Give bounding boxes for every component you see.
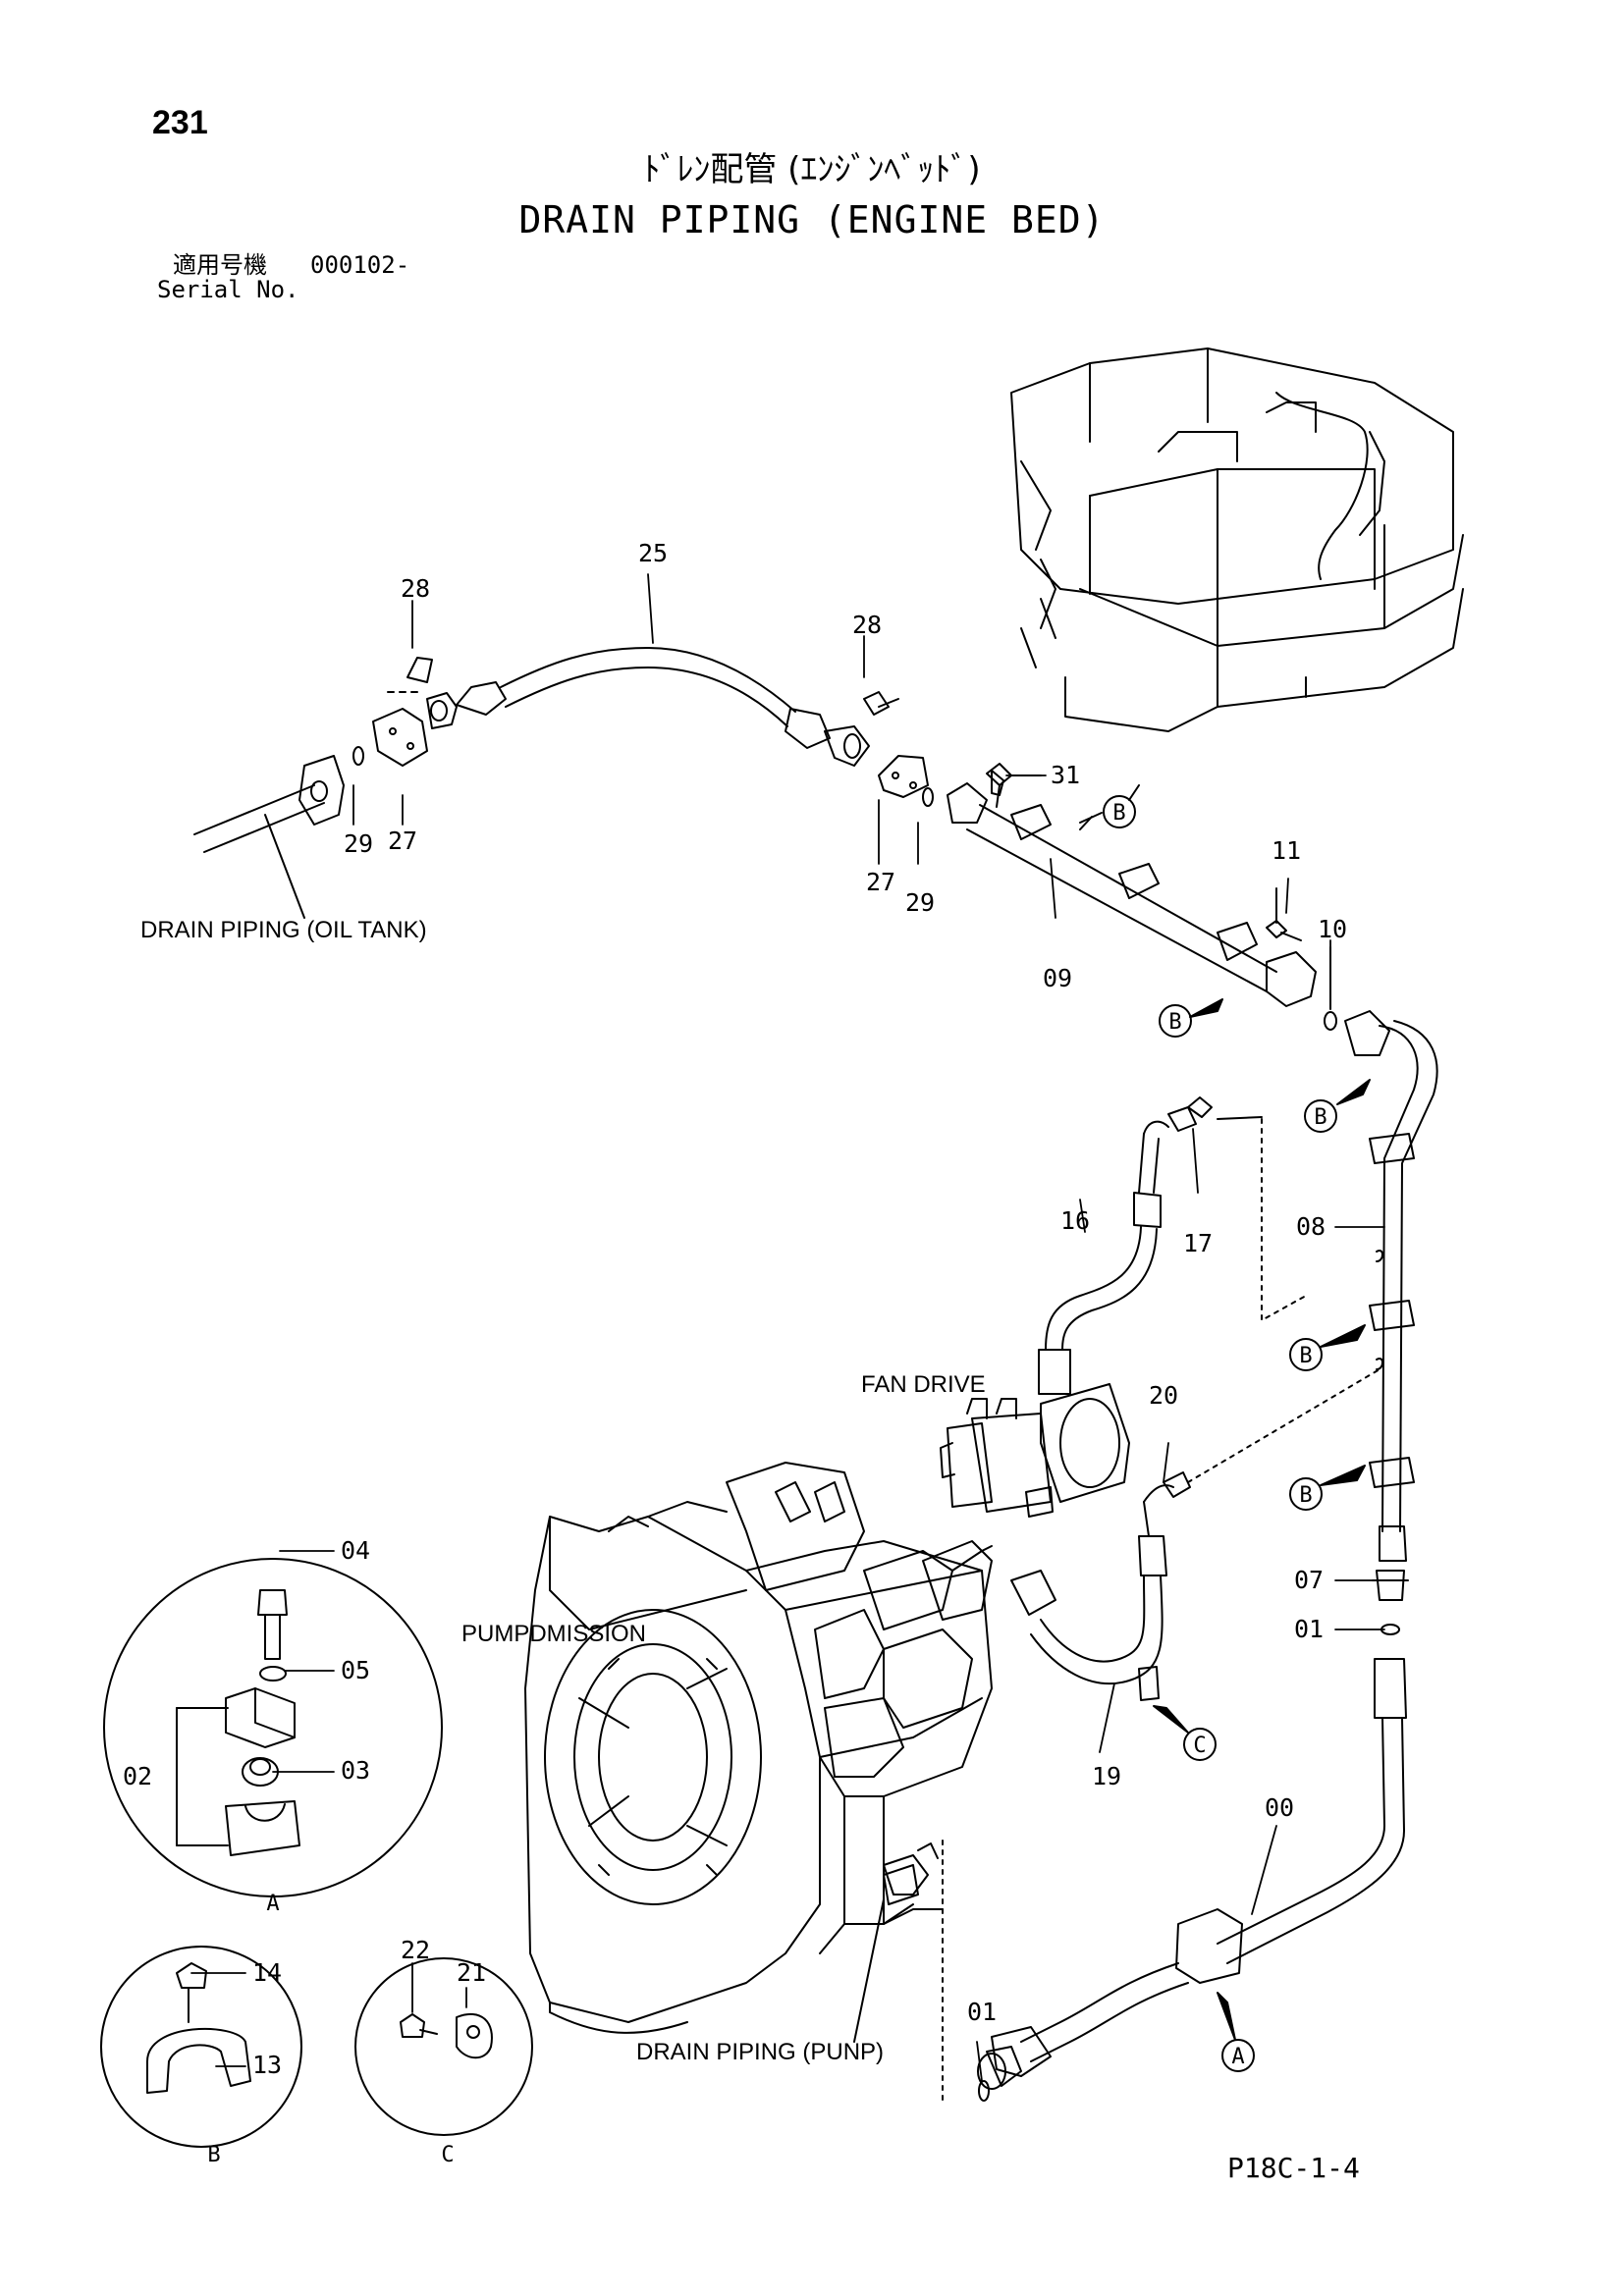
fan-drive-drawing bbox=[940, 1383, 1130, 1518]
part-label-22: 22 bbox=[401, 1936, 430, 1964]
flange-left bbox=[372, 657, 458, 767]
callout-b-4: B bbox=[1299, 1344, 1312, 1368]
engine-block-drawing bbox=[1010, 347, 1464, 732]
part-label-04: 04 bbox=[341, 1536, 370, 1565]
callout-b-1: B bbox=[1112, 801, 1125, 826]
part-label-05: 05 bbox=[341, 1656, 370, 1684]
part-label-10: 10 bbox=[1318, 915, 1347, 943]
hose-16 bbox=[1038, 1096, 1307, 1395]
pipe-08 bbox=[1344, 1010, 1438, 1562]
pipe-09 bbox=[947, 770, 1317, 1007]
part-label-29-right: 29 bbox=[905, 888, 935, 917]
hose-19 bbox=[1010, 1368, 1380, 1701]
serial-label-japanese: 適用号機 bbox=[173, 251, 267, 279]
part-label-13: 13 bbox=[252, 2051, 282, 2079]
page-number: 231 bbox=[152, 104, 208, 141]
part-label-14: 14 bbox=[252, 1958, 282, 1987]
part-labels: 04 05 02 03 14 13 22 21 28 25 28 29 27 2… bbox=[123, 539, 1347, 2079]
detail-circle-b bbox=[100, 1946, 302, 2148]
part-label-07: 07 bbox=[1294, 1566, 1324, 1594]
detail-label-b: B bbox=[207, 2143, 220, 2167]
title-english: DRAIN PIPING (ENGINE BED) bbox=[518, 198, 1106, 241]
pump-transmission-drawing bbox=[524, 1462, 993, 2034]
callout-circles bbox=[1079, 784, 1371, 2072]
figure-code: P18C-1-4 bbox=[1227, 2152, 1360, 2184]
part-label-29-left: 29 bbox=[344, 829, 373, 858]
part-label-01-upper: 01 bbox=[1294, 1615, 1324, 1643]
caption-pump-mission: PUMPDMISSION bbox=[461, 1621, 646, 1647]
callout-b-2: B bbox=[1168, 1010, 1181, 1035]
part-label-11: 11 bbox=[1272, 836, 1301, 865]
drain-pipe-pump bbox=[853, 1840, 990, 2102]
drain-pipe-oil-tank bbox=[193, 746, 364, 919]
part-label-02: 02 bbox=[123, 1762, 152, 1790]
serial-label-english: Serial No. bbox=[157, 276, 299, 303]
part-label-08: 08 bbox=[1296, 1212, 1326, 1241]
part-label-25: 25 bbox=[638, 539, 668, 567]
bolt-11 bbox=[1266, 887, 1337, 1031]
part-label-21: 21 bbox=[457, 1958, 486, 1987]
flange-right bbox=[863, 691, 934, 807]
detail-circle-c bbox=[354, 1957, 533, 2136]
part-label-16: 16 bbox=[1060, 1206, 1090, 1235]
hose-25 bbox=[456, 647, 870, 767]
serial-value: 000102- bbox=[310, 251, 410, 279]
caption-drain-oil-tank: DRAIN PIPING (OIL TANK) bbox=[140, 917, 427, 943]
caption-fan-drive: FAN DRIVE bbox=[861, 1371, 986, 1398]
part-label-17: 17 bbox=[1183, 1229, 1213, 1257]
bolt-31 bbox=[986, 763, 1042, 808]
part-label-28-right: 28 bbox=[852, 611, 882, 639]
part-label-31: 31 bbox=[1051, 761, 1080, 789]
callout-a: A bbox=[1231, 2045, 1244, 2069]
part-label-03: 03 bbox=[341, 1756, 370, 1785]
detail-circle-a bbox=[103, 1558, 443, 1897]
detail-label-a: A bbox=[266, 1892, 279, 1916]
part-label-01-lower: 01 bbox=[967, 1998, 997, 2026]
callout-letters: B B B B B C A A B C bbox=[207, 801, 1326, 2167]
part-label-09: 09 bbox=[1043, 964, 1072, 992]
part-label-27-left: 27 bbox=[388, 827, 417, 855]
callout-b-5: B bbox=[1299, 1483, 1312, 1508]
title-japanese: ﾄﾞﾚﾝ配管 (ｴﾝｼﾞﾝﾍﾞｯﾄﾞ) bbox=[643, 150, 981, 189]
part-label-20: 20 bbox=[1149, 1381, 1178, 1410]
callout-c: C bbox=[1193, 1734, 1206, 1758]
captions: DRAIN PIPING (OIL TANK) FAN DRIVE PUMPDM… bbox=[140, 917, 986, 2065]
leader-lines bbox=[190, 573, 1390, 2082]
part-label-28-left: 28 bbox=[401, 574, 430, 603]
part-label-27-right: 27 bbox=[866, 868, 895, 896]
callout-b-3: B bbox=[1314, 1105, 1326, 1130]
caption-drain-pump: DRAIN PIPING (PUNP) bbox=[636, 2039, 884, 2065]
part-label-00: 00 bbox=[1265, 1793, 1294, 1822]
hose-00 bbox=[977, 1658, 1407, 2090]
part-label-19: 19 bbox=[1092, 1762, 1121, 1790]
detail-label-c: C bbox=[441, 2143, 454, 2167]
